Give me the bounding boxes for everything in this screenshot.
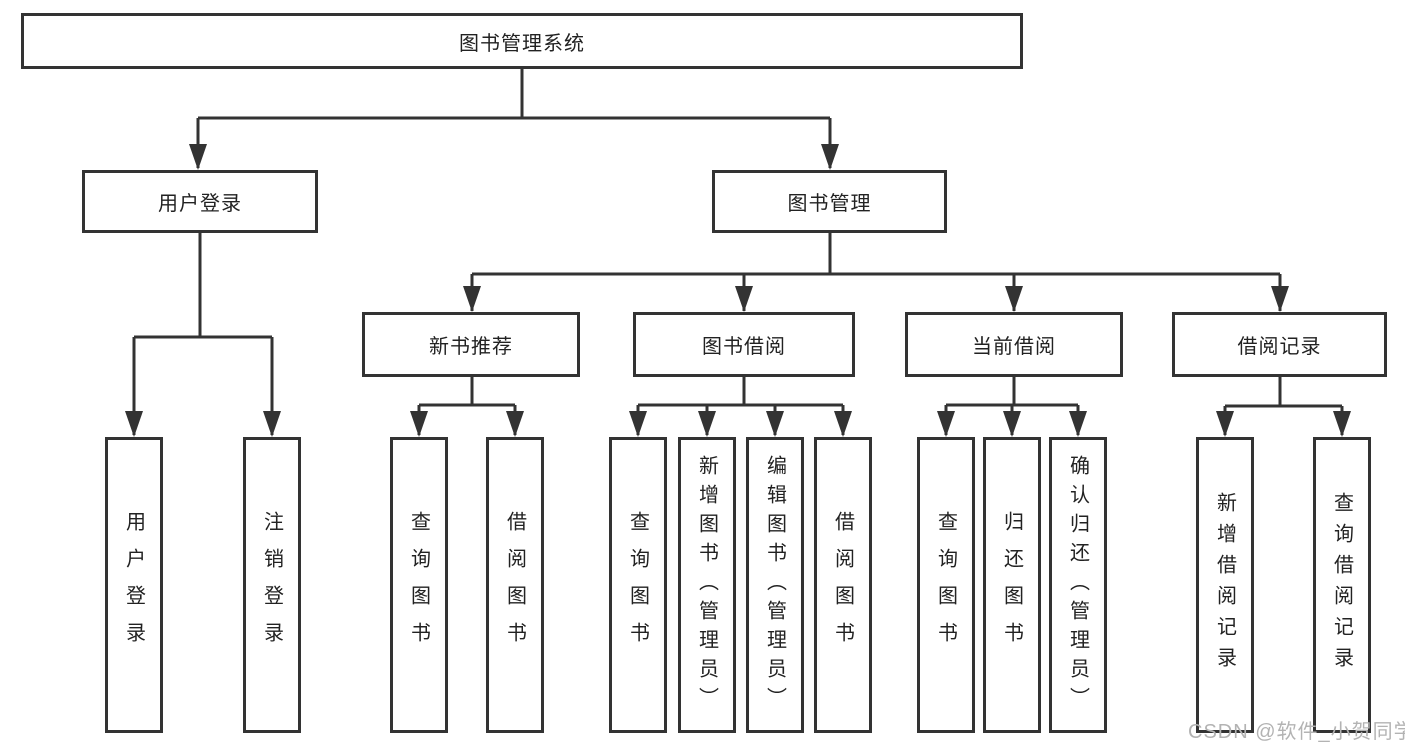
node-borrow-records: 借阅记录	[1172, 312, 1387, 377]
leaf-recommend-borrow-books: 借阅图书	[486, 437, 544, 733]
leaf-borrow-edit-books-admin-label: 编辑图书（管理员）	[763, 454, 786, 716]
leaf-recommend-query-books-label: 查询图书	[407, 511, 430, 659]
node-current-borrow: 当前借阅	[905, 312, 1123, 377]
leaf-logout-label: 注销登录	[260, 511, 283, 659]
leaf-borrow-add-books-admin-label: 新增图书（管理员）	[695, 454, 718, 716]
leaf-logout: 注销登录	[243, 437, 301, 733]
leaf-current-query-books: 查询图书	[917, 437, 975, 733]
leaf-records-add-record: 新增借阅记录	[1196, 437, 1254, 733]
leaf-records-query-record: 查询借阅记录	[1313, 437, 1371, 733]
node-book-borrow: 图书借阅	[633, 312, 855, 377]
leaf-borrow-borrow-books-label: 借阅图书	[831, 511, 854, 659]
leaf-current-return-books: 归还图书	[983, 437, 1041, 733]
leaf-records-query-record-label: 查询借阅记录	[1330, 492, 1353, 678]
leaf-borrow-borrow-books: 借阅图书	[814, 437, 872, 733]
leaf-borrow-query-books-label: 查询图书	[626, 511, 649, 659]
node-book-management: 图书管理	[712, 170, 947, 233]
leaf-current-confirm-return-admin: 确认归还（管理员）	[1049, 437, 1107, 733]
leaf-current-return-books-label: 归还图书	[1000, 511, 1023, 659]
leaf-borrow-add-books-admin: 新增图书（管理员）	[678, 437, 736, 733]
leaf-recommend-query-books: 查询图书	[390, 437, 448, 733]
node-new-book-recommend: 新书推荐	[362, 312, 580, 377]
leaf-borrow-edit-books-admin: 编辑图书（管理员）	[746, 437, 804, 733]
leaf-records-add-record-label: 新增借阅记录	[1213, 492, 1236, 678]
leaf-user-login: 用户登录	[105, 437, 163, 733]
leaf-borrow-query-books: 查询图书	[609, 437, 667, 733]
node-user-login: 用户登录	[82, 170, 318, 233]
arrowhead-icons	[125, 144, 1351, 437]
csdn-watermark: CSDN @软件_小贺同学	[1188, 721, 1405, 743]
node-library-management-system: 图书管理系统	[21, 13, 1023, 69]
leaf-recommend-borrow-books-label: 借阅图书	[503, 511, 526, 659]
leaf-current-confirm-return-admin-label: 确认归还（管理员）	[1066, 454, 1089, 716]
leaf-user-login-label: 用户登录	[122, 511, 145, 659]
leaf-current-query-books-label: 查询图书	[934, 511, 957, 659]
